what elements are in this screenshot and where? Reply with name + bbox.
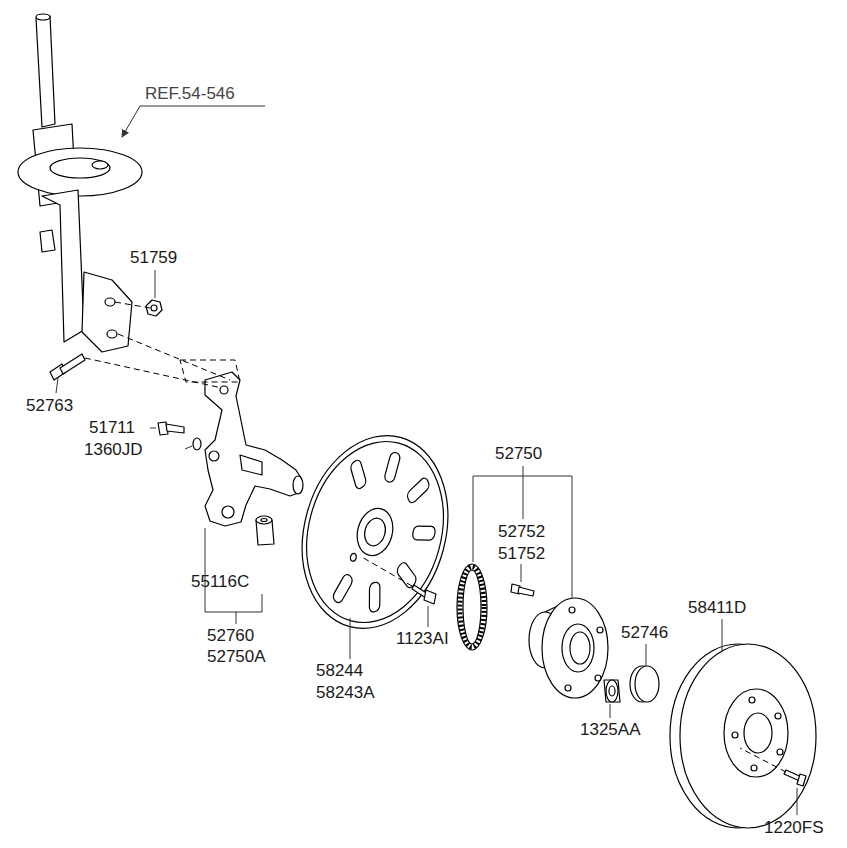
callout-number: 51752 xyxy=(498,544,545,563)
reference-label: REF.54-546 xyxy=(145,84,235,103)
hub-cap xyxy=(630,666,659,702)
dust-shield xyxy=(281,419,468,645)
callout-number: 51711 xyxy=(89,418,135,437)
knuckle-bolt xyxy=(158,422,184,435)
callout-number: 52752 xyxy=(498,522,545,541)
washer xyxy=(193,438,201,450)
strut-assembly xyxy=(18,14,142,352)
brake-disc xyxy=(670,644,816,828)
callout-number: 1220FS xyxy=(764,818,824,837)
steering-knuckle xyxy=(205,372,303,526)
hub-bolt xyxy=(511,584,534,596)
callout-number: 52746 xyxy=(621,623,668,642)
callout-number: 58243A xyxy=(316,683,375,702)
callout-number: 55116C xyxy=(191,572,249,591)
callout-number: 52760 xyxy=(207,626,254,645)
callout-number: 52750A xyxy=(207,647,266,666)
callout-number: 51759 xyxy=(130,248,177,267)
leader-line xyxy=(56,106,797,815)
disc-screw xyxy=(784,770,806,786)
callout-number: 52763 xyxy=(26,396,73,415)
hub-nut xyxy=(604,680,620,702)
bushing xyxy=(256,516,274,545)
callout-number: 52750 xyxy=(495,444,542,463)
callout-number: 58411D xyxy=(688,598,746,617)
shield-bolt xyxy=(412,585,436,604)
callout-number: 1325AA xyxy=(580,720,641,739)
tone-ring xyxy=(457,564,487,650)
assembly-line xyxy=(85,302,786,772)
callout-number: 1360JD xyxy=(84,440,143,459)
callout-number: 1123AI xyxy=(396,629,449,648)
strut-bolt xyxy=(50,354,85,380)
callout-number: 58244 xyxy=(316,661,363,680)
wheel-hub xyxy=(529,598,608,698)
